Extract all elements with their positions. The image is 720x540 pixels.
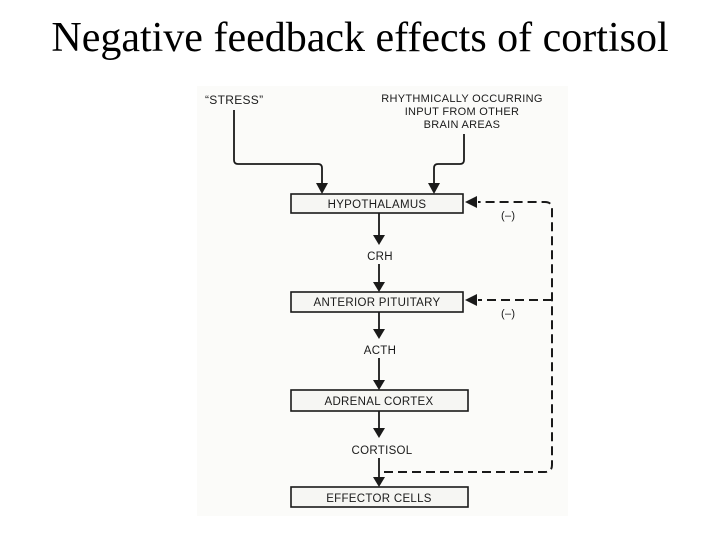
feedback-label-pituitary: (–) bbox=[501, 308, 515, 320]
stress-input-line bbox=[233, 110, 323, 186]
pituitary-to-acth-arrowhead bbox=[373, 329, 385, 339]
stress-arrowhead bbox=[316, 183, 328, 194]
rhythmic-input-line bbox=[433, 134, 465, 186]
rhythmic-arrowhead bbox=[428, 183, 440, 194]
stress-label: “STRESS” bbox=[205, 93, 263, 107]
acth-label: ACTH bbox=[364, 345, 397, 357]
anterior-pituitary-box bbox=[290, 291, 464, 313]
adrenal-to-cortisol-arrowhead bbox=[373, 428, 385, 438]
adrenal-cortex-label: ADRENAL CORTEX bbox=[324, 396, 433, 408]
crh-to-pituitary-arrowhead bbox=[373, 282, 385, 292]
crh-label: CRH bbox=[367, 251, 393, 263]
anterior-pituitary-label: ANTERIOR PITUITARY bbox=[313, 297, 440, 309]
diagram-canvas: “STRESS” RHYTHMICALLY OCCURRING INPUT FR… bbox=[205, 93, 553, 508]
feedback-arrowhead-hypothalamus bbox=[465, 196, 477, 208]
cortisol-feedback-diagram: “STRESS” RHYTHMICALLY OCCURRING INPUT FR… bbox=[197, 86, 568, 516]
feedback-loop-main bbox=[384, 201, 553, 473]
hypothalamus-to-crh-arrowhead bbox=[373, 235, 385, 245]
effector-cells-label: EFFECTOR CELLS bbox=[326, 493, 432, 505]
slide-title: Negative feedback effects of cortisol bbox=[51, 15, 669, 61]
feedback-label-hypothalamus: (–) bbox=[501, 210, 515, 222]
hypothalamus-label: HYPOTHALAMUS bbox=[328, 199, 427, 211]
hypothalamus-box bbox=[290, 193, 464, 214]
effector-cells-box bbox=[290, 486, 469, 508]
rhythmic-input-label-line2: INPUT FROM OTHER bbox=[405, 106, 520, 118]
rhythmic-input-label-line1: RHYTHMICALLY OCCURRING bbox=[381, 93, 542, 105]
cortisol-label: CORTISOL bbox=[352, 445, 413, 457]
acth-to-adrenal-arrowhead bbox=[373, 380, 385, 390]
feedback-arrowhead-pituitary bbox=[465, 294, 477, 306]
rhythmic-input-label-line3: BRAIN AREAS bbox=[424, 119, 501, 131]
cortisol-to-effector-arrowhead bbox=[373, 477, 385, 487]
